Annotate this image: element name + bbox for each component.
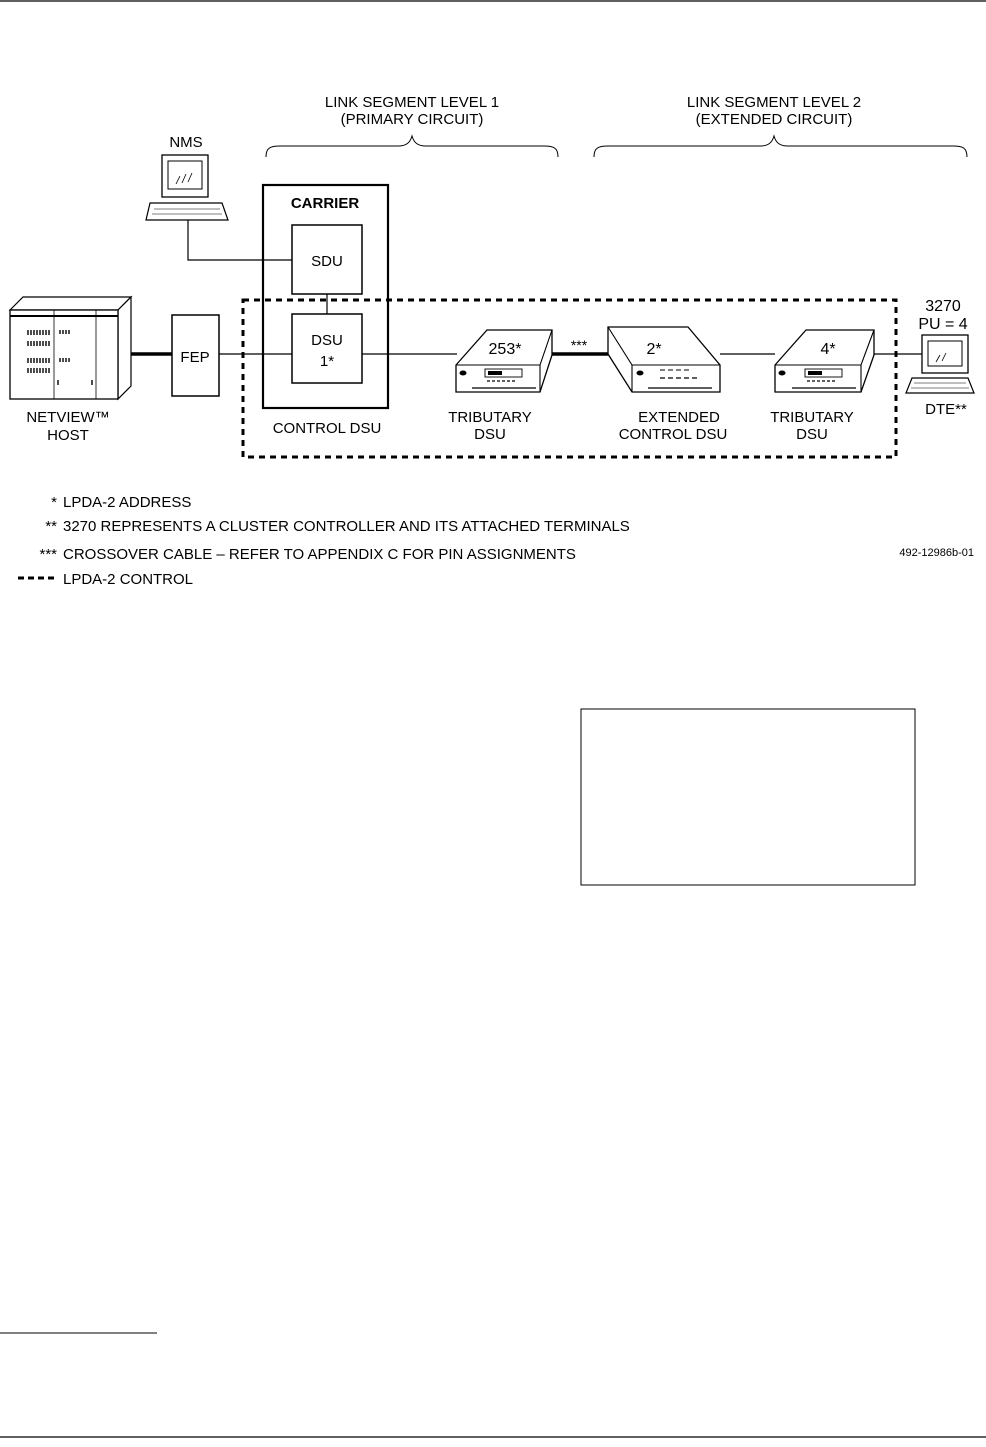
control-dsu-label: CONTROL DSU bbox=[273, 420, 382, 437]
tributary-dsu-253-icon bbox=[455, 329, 553, 393]
host-label-line1: NETVIEW™ bbox=[26, 409, 109, 426]
dsu-address: 1* bbox=[320, 353, 334, 370]
trib2-label-line2: DSU bbox=[796, 426, 828, 443]
legend-mark-1: * bbox=[51, 494, 57, 511]
legend-text-4: LPDA-2 CONTROL bbox=[63, 571, 193, 588]
legend-text-2: 3270 REPRESENTS A CLUSTER CONTROLLER AND… bbox=[63, 518, 630, 535]
lpda2-control-boundary bbox=[241, 298, 898, 459]
sdu-label: SDU bbox=[311, 253, 343, 270]
terminal-header-line2: PU = 4 bbox=[918, 316, 967, 333]
legend-mark-2: ** bbox=[45, 518, 57, 535]
ext-control-address: 2* bbox=[646, 341, 661, 358]
legend: * LPDA-2 ADDRESS ** 3270 REPRESENTS A CL… bbox=[18, 494, 630, 588]
figure-id: 492-12986b-01 bbox=[899, 547, 974, 559]
sdu-box bbox=[291, 224, 363, 295]
fep-label: FEP bbox=[180, 349, 209, 366]
tributary-dsu-4-icon bbox=[774, 329, 875, 393]
dsu-box bbox=[291, 313, 363, 384]
trib2-label-line1: TRIBUTARY bbox=[770, 409, 854, 426]
dsu-label: DSU bbox=[311, 332, 343, 349]
trib1-address: 253* bbox=[489, 341, 522, 358]
host-mainframe-icon bbox=[8, 295, 133, 401]
carrier-label: CARRIER bbox=[291, 195, 360, 212]
trib2-address: 4* bbox=[820, 341, 835, 358]
trib1-label-line2: DSU bbox=[474, 426, 506, 443]
nms-workstation-icon bbox=[145, 154, 229, 221]
nms-sdu-link bbox=[187, 220, 292, 261]
brace-level2 bbox=[593, 134, 968, 158]
extended-control-dsu-icon bbox=[607, 326, 721, 393]
legend-mark-3: *** bbox=[39, 546, 57, 563]
fep-box bbox=[171, 314, 220, 397]
brace-level1 bbox=[265, 134, 559, 158]
ext-control-label-line2: CONTROL DSU bbox=[619, 426, 728, 443]
terminal-header-line1: 3270 bbox=[925, 298, 961, 315]
segment-level1-subtitle: (PRIMARY CIRCUIT) bbox=[341, 111, 484, 128]
carrier-box bbox=[261, 183, 390, 410]
segment-level2-title: LINK SEGMENT LEVEL 2 bbox=[687, 94, 861, 111]
dte-label: DTE** bbox=[925, 401, 967, 418]
legend-text-3: CROSSOVER CABLE – REFER TO APPENDIX C FO… bbox=[63, 546, 576, 563]
empty-frame bbox=[580, 708, 916, 886]
segment-level1-title: LINK SEGMENT LEVEL 1 bbox=[325, 94, 499, 111]
dte-terminal-icon bbox=[905, 334, 975, 394]
nms-label: NMS bbox=[169, 134, 202, 151]
host-label-line2: HOST bbox=[47, 427, 89, 444]
trib1-label-line1: TRIBUTARY bbox=[448, 409, 532, 426]
crossover-mark: *** bbox=[571, 337, 588, 353]
ext-control-label-line1: EXTENDED bbox=[638, 409, 720, 426]
segment-level2-subtitle: (EXTENDED CIRCUIT) bbox=[696, 111, 853, 128]
legend-text-1: LPDA-2 ADDRESS bbox=[63, 494, 191, 511]
